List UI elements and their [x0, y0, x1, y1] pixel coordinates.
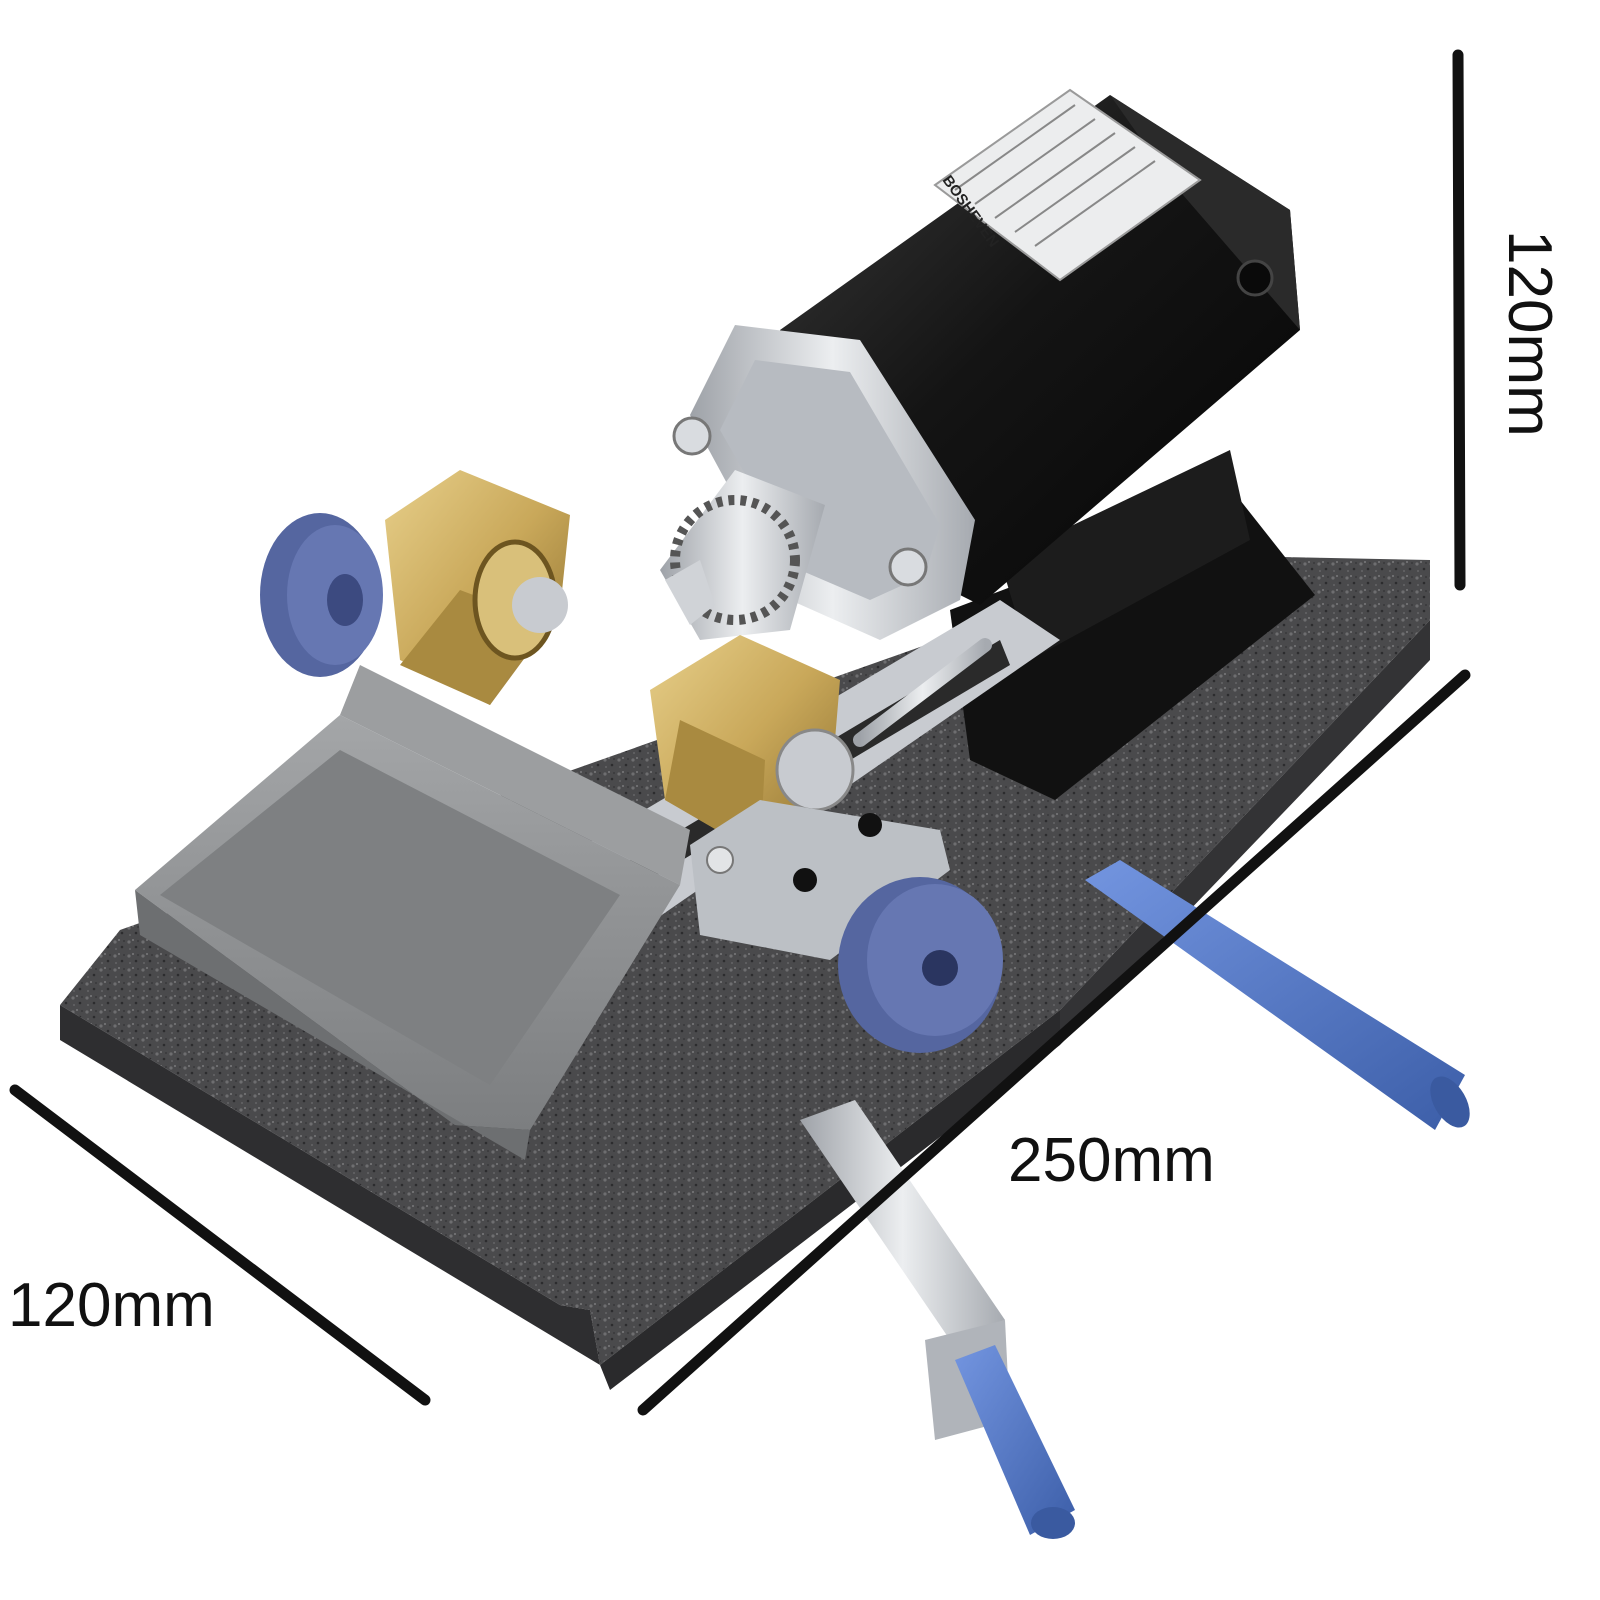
dimension-label-depth: 120mm — [8, 1271, 215, 1340]
motor-screw-icon — [1236, 259, 1274, 297]
blue-handle-lower — [955, 1345, 1075, 1539]
left-brass-holder — [385, 470, 570, 705]
blue-handle-right — [1085, 860, 1470, 1130]
dimension-label-length: 250mm — [1008, 1126, 1215, 1195]
hex-screw-icon — [793, 868, 817, 892]
lever-rod — [853, 638, 992, 747]
parts-tray — [135, 665, 690, 1160]
nut-icon — [672, 416, 712, 456]
motor-mount-bracket — [950, 450, 1315, 800]
nut-icon — [888, 547, 928, 587]
right-adjust-knob — [838, 877, 1003, 1053]
hex-screw-icon — [858, 813, 882, 837]
chuck-gear-icon — [670, 495, 800, 625]
screw-icon — [706, 846, 734, 874]
dimension-line-length — [637, 669, 1471, 1416]
dimension-line-height — [1452, 49, 1466, 591]
clamp-bracket — [690, 800, 950, 960]
motor-body: BOSHEVEN — [672, 88, 1300, 640]
drill-chuck — [660, 470, 825, 640]
dimension-label-height: 120mm — [1495, 230, 1564, 437]
motor-spec-label: BOSHEVEN — [933, 88, 1202, 282]
left-adjust-knob — [260, 513, 383, 677]
dimension-line-depth — [9, 1084, 431, 1406]
